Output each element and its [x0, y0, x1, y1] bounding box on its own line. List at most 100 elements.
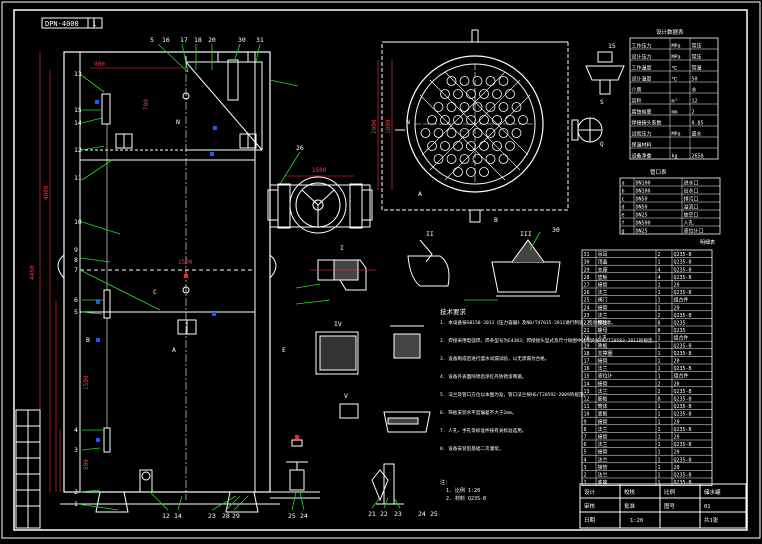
dim-b: 1500	[83, 375, 90, 390]
red-marker-2	[184, 274, 188, 278]
parts-cell: 1	[658, 366, 661, 372]
parts-cell: 阀门	[598, 297, 608, 304]
design-cell: 焊接接头系数	[632, 120, 662, 127]
parts-cell: 7	[584, 435, 587, 441]
parts-cell: 20	[674, 283, 680, 289]
parts-cell: 螺母	[598, 327, 608, 334]
parts-cell: 20	[674, 381, 680, 387]
design-cell: MPa	[672, 132, 681, 138]
parts-cell: 23	[584, 313, 590, 319]
parts-cell: 26	[584, 290, 590, 296]
title-num: 1	[92, 20, 96, 28]
parts-cell: 28	[584, 275, 590, 281]
parts-cell: Q235-B	[674, 404, 692, 410]
plate-hole	[485, 154, 496, 164]
nozzle-cell: 进水口	[684, 180, 699, 187]
design-heading: 设计数据表	[656, 28, 684, 36]
parts-cell: 组合件	[674, 335, 689, 342]
note-line: 2. 焊接采用电弧焊，焊条型号为E4303；焊接接头型式及尺寸除图中注明外按HG…	[440, 337, 657, 344]
leaders-top	[157, 43, 299, 87]
plate-hole	[459, 154, 470, 164]
nozzle-cell: 液位计口	[684, 228, 704, 235]
callout-b-12: 12	[162, 512, 170, 520]
nozzle-heading: 管口表	[650, 168, 667, 176]
design-cell: 保温材料	[632, 142, 652, 149]
plate-holes	[420, 76, 528, 177]
design-cell: 2650	[692, 154, 704, 160]
parts-cell: 18	[584, 351, 590, 357]
parts-cell: Q235	[674, 321, 686, 327]
parts-cell: 1	[658, 298, 661, 304]
notes-footer-1: 1. 比例 1:20	[446, 487, 480, 494]
callout-l-5: 5	[74, 308, 78, 316]
dim-manhole: 1500	[312, 167, 327, 174]
tb-label-1: 校核	[624, 488, 636, 496]
notes-footer-2: 2. 材料 Q235-B	[446, 495, 486, 502]
letter-e: E	[282, 346, 286, 354]
parts-cell: 垫板	[598, 274, 608, 281]
parts-cell: 接管	[598, 282, 608, 289]
parts-cell: 31	[584, 252, 590, 258]
parts-cell: 4	[658, 275, 661, 281]
nozzle-cell: a	[622, 181, 625, 187]
tb-label-4: 日期	[584, 517, 596, 524]
note-line: 8. 设备安装后基础二次灌浆。	[440, 445, 503, 452]
detail-label-i: I	[340, 244, 344, 252]
parts-cell: 13	[584, 389, 590, 395]
parts-cell: 1	[658, 442, 661, 448]
plate-hole	[446, 76, 457, 86]
manhole-view	[267, 175, 373, 234]
dim-total: 4450	[29, 265, 36, 280]
plate-hole	[440, 141, 450, 151]
parts-cell: Q235-B	[674, 457, 692, 463]
callout-l-12: 12	[74, 146, 82, 154]
notes-footer-0: 注：	[440, 479, 450, 486]
parts-cell: 支撑圈	[598, 350, 613, 357]
callout-b-23: 23	[208, 512, 216, 520]
callout-l-9: 9	[74, 246, 78, 254]
callout-31: 31	[256, 36, 264, 44]
parts-cell: 筋板	[598, 396, 608, 403]
vessel-shell	[63, 51, 271, 493]
parts-frame	[581, 249, 713, 487]
tb-label-2: 审核	[584, 502, 596, 510]
design-cell: 水	[692, 87, 697, 94]
design-cell: 2	[692, 110, 695, 116]
nozzle-cell: DN100	[636, 189, 651, 195]
plate-hole	[472, 128, 483, 138]
parts-cell: 接管	[598, 464, 608, 471]
parts-cell: 2	[658, 389, 661, 395]
callout-l-4: 4	[74, 426, 78, 434]
parts-cell: Q235-B	[674, 252, 692, 258]
plate-hole	[479, 115, 489, 125]
parts-cell: 17	[584, 359, 590, 365]
detail-label-iii: III	[520, 230, 532, 238]
callout-m-22: 22	[380, 510, 388, 518]
letter-a: A	[172, 346, 176, 354]
plate-hole	[453, 89, 463, 99]
plate-hole	[472, 76, 483, 86]
parts-cell: 21	[584, 328, 590, 334]
plate-hole	[453, 167, 463, 177]
vent-pipe	[227, 59, 239, 101]
design-cell: 常压	[692, 43, 702, 50]
design-cell: 常温	[692, 65, 702, 72]
note-line: 6. 筛板安装水平度偏差不大于2mm。	[440, 409, 516, 416]
top-diagonal	[185, 61, 263, 151]
nozzle-cell: g	[622, 229, 625, 235]
parts-cell: 1	[658, 412, 661, 418]
dim-texts-left: 4450 4000 1500 800 900 1500 700	[29, 61, 193, 470]
elevation-view: 5 16 17 18 20 30 31	[29, 36, 320, 520]
parts-cell: Q235-B	[674, 313, 692, 319]
hump-right	[269, 254, 277, 279]
parts-cell: 筒体	[598, 403, 608, 410]
callout-l-13: 13	[74, 70, 82, 78]
plate-hole	[453, 141, 463, 151]
support-feet	[60, 491, 280, 513]
plate-hole	[498, 76, 509, 86]
parts-cell: 2	[584, 473, 587, 479]
nozzle-cell: c	[622, 197, 625, 203]
parts-cell: 20	[674, 435, 680, 441]
plate-hole	[485, 102, 496, 112]
detail-labels: I II III IV V	[334, 230, 532, 400]
